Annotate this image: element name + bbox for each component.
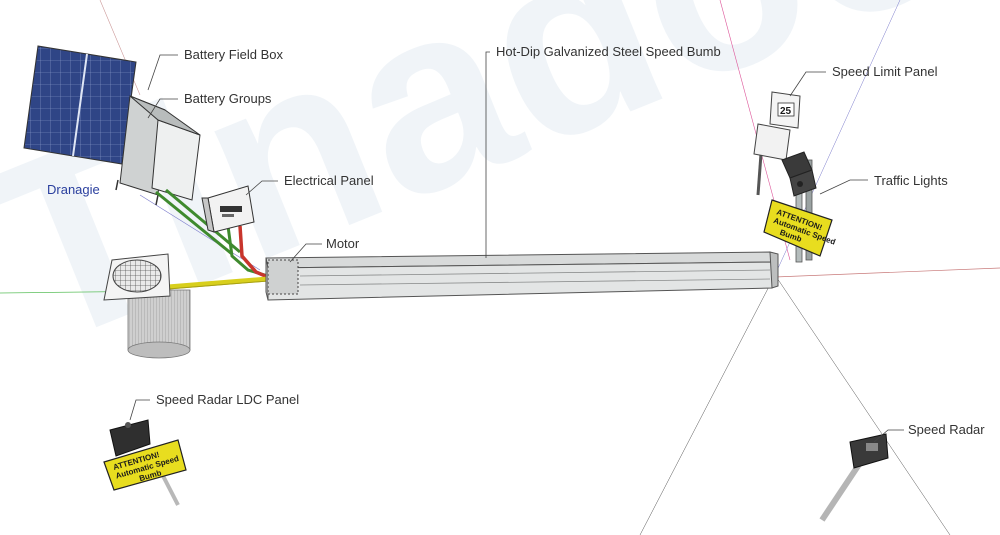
label-drainage: Dranagie (47, 182, 100, 197)
electrical-panel (201, 185, 255, 233)
speed-radar (819, 433, 889, 522)
label-speed-radar: Speed Radar (908, 422, 985, 437)
motor (267, 259, 299, 295)
battery-field-box (115, 95, 201, 206)
label-motor: Motor (326, 236, 360, 251)
solar-panel (23, 45, 137, 165)
leader-lines (129, 51, 904, 443)
label-speed-radar-ldc-panel: Speed Radar LDC Panel (156, 392, 299, 407)
label-speed-limit-panel: Speed Limit Panel (832, 64, 938, 79)
attention-sign-right: ATTENTION! Automatic Speed Bumb (763, 199, 837, 257)
label-traffic-lights: Traffic Lights (874, 173, 948, 188)
cables (155, 188, 271, 290)
speed-radar-ldc-panel: ATTENTION! Automatic Speed Bumb (103, 419, 187, 506)
drainage-unit (103, 253, 191, 359)
label-battery-field-box: Battery Field Box (184, 47, 283, 62)
label-battery-groups: Battery Groups (184, 91, 272, 106)
label-electrical-panel: Electrical Panel (284, 173, 374, 188)
speed-bump (265, 251, 779, 301)
speed-limit-sign: 25 (753, 91, 801, 196)
label-speed-bump: Hot-Dip Galvanized Steel Speed Bumb (496, 44, 721, 59)
speed-limit-number: 25 (780, 106, 792, 117)
